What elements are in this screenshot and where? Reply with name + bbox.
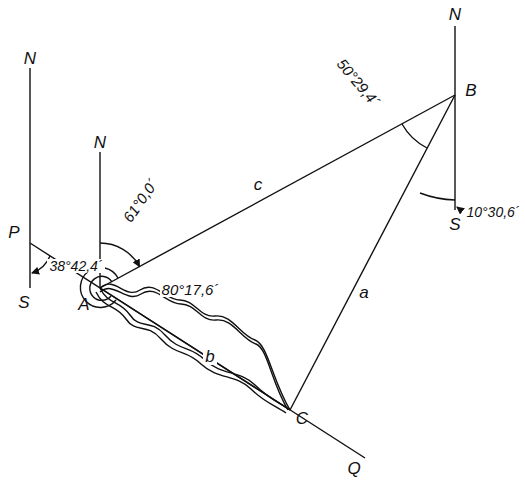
angle-label: 50°29,4´ [334,55,382,108]
meridian-line [454,26,455,210]
angle-label: 61°0,0´ [120,176,160,224]
side-label: c [254,176,263,193]
angle-arc [90,276,112,300]
angle-arrow [457,207,462,211]
point-label: A [78,296,89,313]
river-bank [100,284,290,410]
survey-line [30,243,365,458]
point-label: B [465,82,476,99]
angle-arc [420,193,455,200]
point-label: P [8,224,19,241]
north-label: N [449,6,461,23]
point-label: Q [347,460,360,477]
north-label: N [94,134,106,151]
south-label: S [449,216,460,233]
north-label: N [24,50,36,67]
side-label: a [359,284,368,301]
meridian-line [29,68,30,288]
point-label: C [296,410,308,427]
angle-arc [402,124,427,148]
river-bank [96,292,286,413]
survey-line [100,95,455,288]
survey-line [100,288,290,410]
river-bank [100,288,290,410]
bearing-label: 38°42,4´ [47,259,104,273]
survey-line [290,95,455,410]
angle-arc [100,243,140,267]
south-label: S [18,294,29,311]
side-label: b [203,348,216,365]
bearing-label: 10°30,6´ [466,205,519,219]
angle-label: 80°17,6´ [160,282,221,297]
